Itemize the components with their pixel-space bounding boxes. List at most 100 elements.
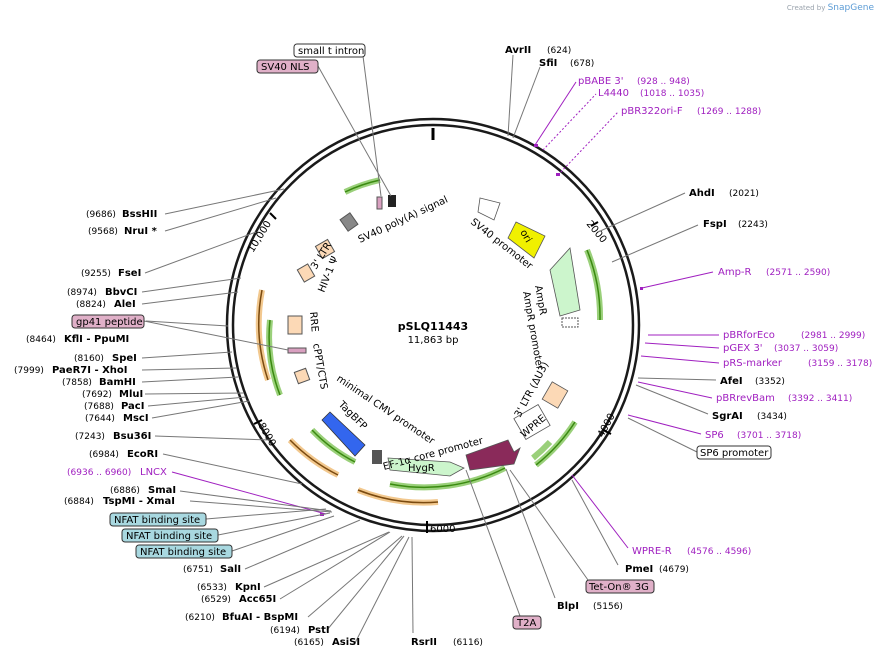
t2a-label: T2A (465, 469, 542, 630)
tick-4000: 4000 (596, 412, 618, 440)
svg-text:(7644): (7644) (85, 414, 115, 424)
hygr-feature (387, 457, 465, 477)
svg-text:Tet-On® 3G: Tet-On® 3G (588, 582, 649, 593)
primer-pbrrevbam: pBRrevBam (3392 .. 3411) (637, 381, 852, 404)
svg-text:LNCX: LNCX (140, 467, 167, 478)
svg-text:SP6 promoter: SP6 promoter (700, 448, 769, 459)
teton-label: Tet-On® 3G (509, 469, 655, 594)
svg-text:(6886): (6886) (110, 486, 140, 496)
enzyme-sali: (6751) SalI (183, 564, 241, 575)
svg-text:(6529): (6529) (201, 595, 231, 605)
ampr-feature (549, 247, 581, 317)
svg-text:(2021): (2021) (729, 189, 759, 199)
svg-text:PmeI: PmeI (625, 564, 653, 575)
svg-text:NFAT binding site: NFAT binding site (126, 531, 212, 542)
enzyme-paer7i-xhoi: (7999) PaeR7I - XhoI (14, 365, 128, 376)
svg-text:SgrAI: SgrAI (712, 411, 743, 422)
svg-text:(9686): (9686) (86, 210, 116, 220)
enzyme-rsrii: RsrII (6116) (411, 536, 483, 648)
svg-text:4000: 4000 (596, 412, 618, 440)
svg-text:NFAT binding site: NFAT binding site (114, 515, 200, 526)
svg-text:(6884): (6884) (64, 497, 94, 507)
svg-text:(6165): (6165) (294, 638, 324, 648)
enzyme-nrui: (9568) NruI * (88, 226, 158, 237)
svg-text:(7999): (7999) (14, 366, 44, 376)
enzyme-tspmi-xmai: (6884) TspMI - XmaI (64, 496, 175, 507)
sp6-promoter-label: SP6 promoter (627, 417, 772, 460)
svg-text:(3159 .. 3178): (3159 .. 3178) (808, 359, 872, 369)
left-enzyme-leaders (141, 188, 410, 644)
svg-text:(7243): (7243) (75, 432, 105, 442)
ltr3-left-feature (314, 238, 336, 260)
svg-text:NruI *: NruI * (124, 226, 158, 237)
svg-text:(6116): (6116) (453, 638, 483, 648)
enzyme-msci: (7644) MscI (85, 413, 149, 424)
enzyme-bsu36i: (7243) Bsu36I (75, 431, 151, 442)
svg-text:(7688): (7688) (84, 402, 114, 412)
primer-wpre-r: WPRE-R (4576 .. 4596) (571, 474, 751, 557)
svg-text:small t intron: small t intron (298, 46, 364, 57)
enzyme-spei: (8160) SpeI (74, 353, 137, 364)
label-ampr: AmpR (532, 285, 548, 316)
svg-text:SP6: SP6 (705, 430, 724, 441)
primer-pbabe3: pBABE 3' (928 .. 948) (534, 76, 690, 147)
svg-text:(6936 .. 6960): (6936 .. 6960) (67, 468, 131, 478)
enzyme-bfuai-bspmi: (6210) BfuAI - BspMI (185, 612, 298, 623)
label-hygr: HygR (408, 463, 435, 474)
small-t-intron-feature (376, 196, 383, 210)
nfat-site-2: NFAT binding site (121, 512, 331, 543)
svg-text:(8824): (8824) (76, 300, 106, 310)
label-rre: RRE (307, 311, 320, 332)
svg-text:(7858): (7858) (62, 378, 92, 388)
svg-text:(5156): (5156) (593, 602, 623, 612)
svg-text:PaeR7I - XhoI: PaeR7I - XhoI (52, 365, 128, 376)
svg-text:AvrII: AvrII (505, 45, 531, 56)
svg-text:pRS-marker: pRS-marker (723, 358, 783, 369)
enzyme-avrii: AvrII (624) (505, 45, 571, 137)
svg-text:AleI: AleI (114, 299, 136, 310)
svg-text:T2A: T2A (516, 618, 536, 629)
credit-text: Created by (786, 4, 826, 12)
svg-text:(3352): (3352) (755, 377, 785, 387)
ori-feature (507, 221, 546, 259)
ltr3-right-feature (541, 381, 569, 409)
svg-text:SfiI: SfiI (539, 58, 557, 69)
svg-text:(624): (624) (547, 46, 571, 56)
svg-text:pBRrevBam: pBRrevBam (716, 393, 775, 404)
sv40-nls-label: SV40 NLS (256, 59, 392, 197)
enzyme-kpni: (6533) KpnI (197, 582, 261, 593)
svg-text:WPRE-R: WPRE-R (632, 546, 672, 557)
svg-text:BfuAI - BspMI: BfuAI - BspMI (222, 612, 298, 623)
svg-text:SpeI: SpeI (112, 353, 137, 364)
svg-text:Bsu36I: Bsu36I (113, 431, 151, 442)
svg-text:Acc65I: Acc65I (239, 594, 276, 605)
svg-text:pBRforEco: pBRforEco (723, 330, 775, 341)
svg-text:BamHI: BamHI (99, 377, 136, 388)
primer-prs-marker: pRS-marker (3159 .. 3178) (640, 355, 872, 369)
svg-text:(2571 .. 2590): (2571 .. 2590) (766, 268, 830, 278)
svg-text:FspI: FspI (703, 219, 727, 230)
arc-green-1 (584, 248, 604, 321)
svg-text:(2243): (2243) (738, 220, 768, 230)
enzyme-afei: AfeI (3352) (637, 376, 785, 387)
svg-text:(2981 .. 2999): (2981 .. 2999) (801, 331, 865, 341)
svg-text:pBABE 3': pBABE 3' (578, 76, 624, 87)
enzyme-kfli-ppumi: (8464) KflI - PpuMI (26, 334, 129, 345)
svg-text:(3701 .. 3718): (3701 .. 3718) (737, 431, 801, 441)
svg-text:pGEX 3': pGEX 3' (723, 343, 763, 354)
svg-text:BbvCI: BbvCI (105, 287, 137, 298)
svg-text:RsrII: RsrII (411, 637, 437, 648)
svg-text:(3434): (3434) (757, 412, 787, 422)
credit: Created by SnapGene (787, 3, 874, 13)
plasmid-name: pSLQ11443 (398, 320, 468, 333)
gp41-feature (287, 347, 307, 354)
svg-text:KflI - PpuMI: KflI - PpuMI (64, 334, 129, 345)
svg-text:(9568): (9568) (88, 227, 118, 237)
svg-text:AhdI: AhdI (689, 188, 715, 199)
svg-text:KpnI: KpnI (235, 582, 261, 593)
backbone-inner (231, 123, 635, 527)
svg-text:6000: 6000 (430, 524, 455, 535)
svg-text:AsiSI: AsiSI (332, 637, 360, 648)
sv40-nls-feature (388, 195, 396, 207)
svg-text:(3037 .. 3059): (3037 .. 3059) (774, 344, 838, 354)
